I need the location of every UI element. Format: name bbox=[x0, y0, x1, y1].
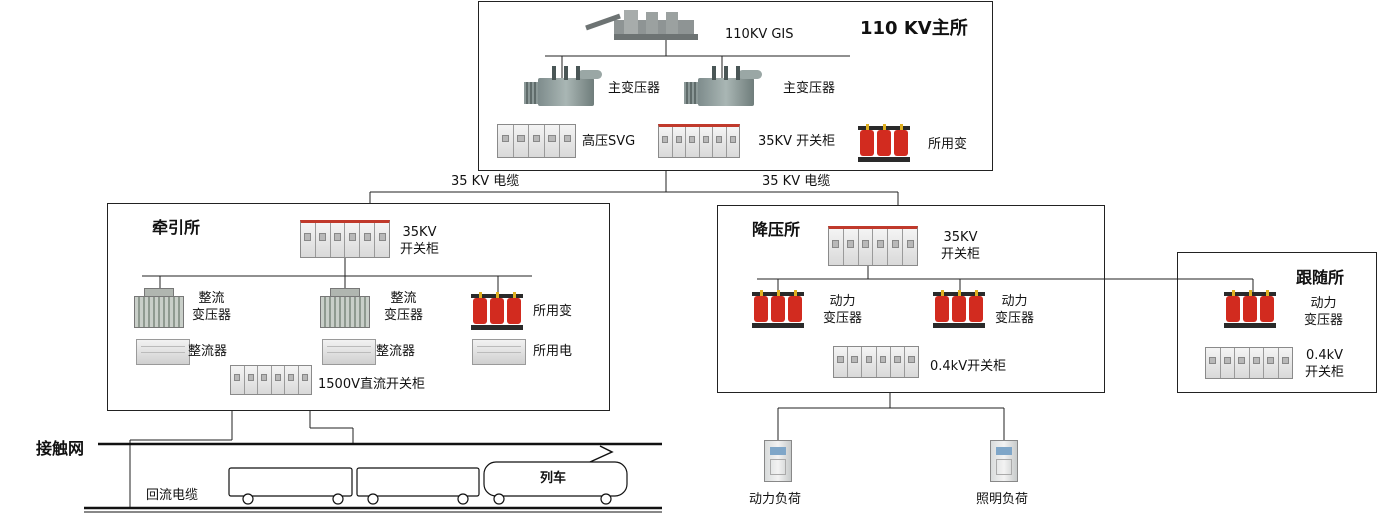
svg-label: 高压SVG bbox=[582, 134, 636, 149]
rect-tx-2-line2: 变压器 bbox=[384, 308, 424, 323]
gis-icon bbox=[585, 10, 698, 40]
follow-lv-switchgear-icon bbox=[1205, 347, 1293, 379]
follow-lv-line2: 开关柜 bbox=[1305, 365, 1345, 380]
aux-power-cabinet-icon bbox=[472, 339, 526, 365]
main-switchgear-icon bbox=[658, 124, 740, 158]
rect-tx-1-line1: 整流 bbox=[198, 291, 225, 306]
power-transformer-2-label: 动力 变压器 bbox=[995, 293, 1034, 327]
main-aux-label: 所用变 bbox=[928, 137, 968, 152]
stepdown-switchgear-icon bbox=[828, 226, 918, 266]
dc-switchgear-icon bbox=[230, 365, 312, 395]
traction-station-box bbox=[107, 203, 610, 411]
rectifier-transformer-2-label: 整流 变压器 bbox=[384, 290, 423, 324]
power-transformer-2-icon bbox=[933, 290, 985, 328]
power-tx-1-line2: 变压器 bbox=[823, 311, 863, 326]
main-station-box bbox=[478, 1, 993, 171]
rect-tx-1-line2: 变压器 bbox=[192, 308, 232, 323]
train-label: 列车 bbox=[540, 471, 567, 486]
catenary-label: 接触网 bbox=[36, 439, 85, 458]
train bbox=[228, 461, 628, 505]
follow-power-transformer-label: 动力 变压器 bbox=[1304, 295, 1343, 329]
main-transformer-2-icon bbox=[684, 66, 764, 110]
follow-power-tx-line1: 动力 bbox=[1310, 296, 1337, 311]
power-tx-2-line1: 动力 bbox=[1001, 294, 1028, 309]
stepdown-lv-switchgear-icon bbox=[833, 346, 919, 378]
rectifier-1-icon bbox=[136, 339, 190, 365]
follow-power-tx-line2: 变压器 bbox=[1304, 313, 1344, 328]
rectifier-transformer-2-icon bbox=[316, 288, 374, 330]
stepdown-switchgear-line2: 开关柜 bbox=[941, 247, 981, 262]
stepdown-switchgear-line1: 35KV bbox=[943, 230, 978, 245]
svg-cabinet-icon bbox=[497, 124, 576, 158]
rect-tx-2-line1: 整流 bbox=[390, 291, 417, 306]
cable-right-label: 35 KV 电缆 bbox=[762, 174, 831, 189]
traction-aux-transformer-icon bbox=[471, 292, 523, 330]
main-switchgear-label: 35KV 开关柜 bbox=[758, 134, 836, 149]
power-load-cabinet-icon bbox=[764, 440, 792, 482]
aux-power-label: 所用电 bbox=[533, 344, 573, 359]
rectifier-2-label: 整流器 bbox=[376, 344, 416, 359]
dc-switchgear-label: 1500V直流开关柜 bbox=[318, 377, 425, 392]
lighting-load-cabinet-icon bbox=[990, 440, 1018, 482]
traction-switchgear-line2: 开关柜 bbox=[400, 242, 440, 257]
main-transformer-1-icon bbox=[524, 66, 604, 110]
traction-switchgear-label: 35KV 开关柜 bbox=[400, 224, 439, 258]
rectifier-2-icon bbox=[322, 339, 376, 365]
pantograph bbox=[589, 445, 614, 463]
follow-lv-line1: 0.4kV bbox=[1305, 348, 1344, 363]
stepdown-station-box bbox=[717, 205, 1105, 393]
rectifier-transformer-1-label: 整流 变压器 bbox=[192, 290, 231, 324]
power-transformer-1-icon bbox=[752, 290, 804, 328]
stepdown-switchgear-label: 35KV 开关柜 bbox=[941, 229, 980, 263]
follow-power-transformer-icon bbox=[1224, 290, 1276, 328]
follow-lv-switchgear-label: 0.4kV 开关柜 bbox=[1305, 347, 1344, 381]
main-transformer-2-label: 主变压器 bbox=[783, 81, 836, 96]
main-transformer-1-label: 主变压器 bbox=[608, 81, 661, 96]
traction-switchgear-line1: 35KV bbox=[402, 225, 437, 240]
main-station-title: 110 KV主所 bbox=[860, 18, 968, 39]
traction-station-title: 牵引所 bbox=[152, 218, 201, 237]
power-transformer-1-label: 动力 变压器 bbox=[823, 293, 862, 327]
power-tx-2-line2: 变压器 bbox=[995, 311, 1035, 326]
rectifier-transformer-1-icon bbox=[130, 288, 188, 330]
stepdown-lv-switchgear-label: 0.4kV开关柜 bbox=[930, 359, 1007, 374]
return-cable-label: 回流电缆 bbox=[146, 488, 199, 503]
stepdown-station-title: 降压所 bbox=[752, 220, 801, 239]
gis-label: 110KV GIS bbox=[725, 27, 794, 42]
follow-station-title: 跟随所 bbox=[1296, 268, 1345, 287]
traction-aux-label: 所用变 bbox=[533, 304, 573, 319]
cable-left-label: 35 KV 电缆 bbox=[451, 174, 520, 189]
follow-station-box bbox=[1177, 252, 1377, 393]
rectifier-1-label: 整流器 bbox=[188, 344, 228, 359]
power-load-label: 动力负荷 bbox=[749, 492, 802, 507]
traction-switchgear-icon bbox=[300, 220, 390, 258]
power-tx-1-line1: 动力 bbox=[829, 294, 856, 309]
lighting-load-label: 照明负荷 bbox=[976, 492, 1029, 507]
main-aux-transformer-icon bbox=[858, 124, 910, 162]
